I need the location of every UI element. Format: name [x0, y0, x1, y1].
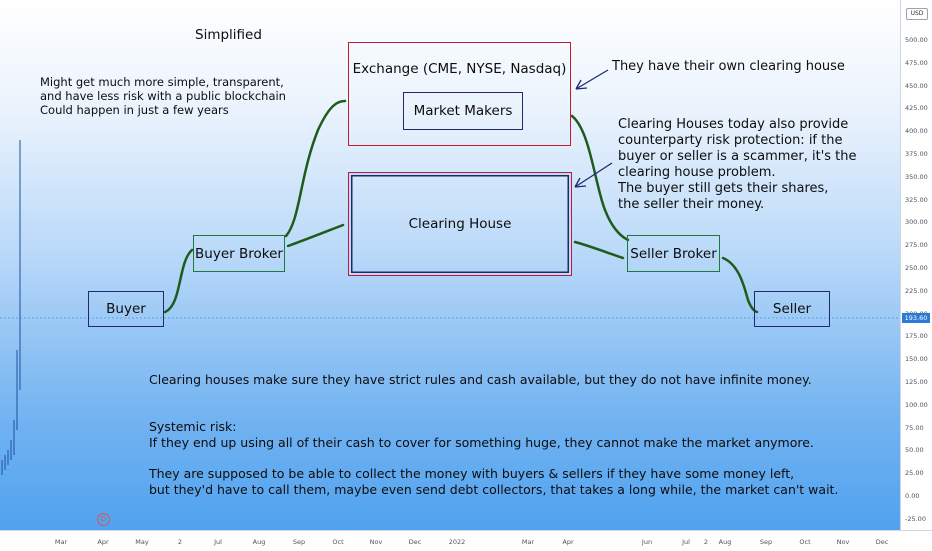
price-tick-label: 500.00: [905, 36, 928, 44]
time-tick-label: Nov: [369, 538, 383, 546]
time-tick-label: Oct: [332, 538, 344, 546]
last-price-tag: 193.60: [902, 313, 930, 323]
exchange-annotation: They have their own clearing house: [612, 59, 845, 74]
diagram-title: Simplified: [195, 27, 262, 43]
price-tick-label: 250.00: [905, 264, 928, 272]
clearing-annotation-line-1: Clearing Houses today also provide: [618, 117, 849, 132]
seller-label: Seller: [772, 301, 812, 317]
clearing-house-box[interactable]: Clearing House: [348, 172, 572, 276]
paragraph-systemic-risk-body: If they end up using all of their cash t…: [149, 435, 814, 450]
time-tick-label: Nov: [836, 538, 850, 546]
price-tick-label: -25.00: [905, 514, 926, 523]
exchange-label: Exchange (CME, NYSE, Nasdaq): [352, 61, 567, 77]
top-left-note-line-1: Might get much more simple, transparent,: [40, 75, 284, 89]
market-makers-label: Market Makers: [413, 103, 513, 119]
price-series: [1, 140, 21, 475]
top-left-note-line-3: Could happen in just a few years: [40, 103, 229, 117]
price-axis[interactable]: [900, 0, 932, 530]
connector-layer: [0, 69, 900, 475]
buyer-broker-label: Buyer Broker: [195, 245, 283, 262]
price-tick-label: 0.00: [905, 492, 920, 500]
time-tick-label: Jun: [641, 538, 653, 546]
price-tick-label: 350.00: [905, 172, 928, 181]
time-tick-label: 2022: [448, 538, 466, 546]
connector-buyer-to-buyer-broker: [163, 248, 194, 314]
time-tick-label: Mar: [521, 538, 535, 546]
connector-buyer-broker-to-exchange: [284, 99, 347, 238]
time-tick-label: Apr: [97, 538, 109, 546]
price-tick-label: 425.00: [905, 104, 928, 113]
clearing-annotation-line-5: The buyer still gets their shares,: [618, 181, 829, 196]
connector-seller-broker-to-seller: [721, 256, 759, 314]
price-tick-label: 400.00: [905, 127, 928, 136]
connector-exchange-to-seller-broker: [570, 114, 630, 242]
market-makers-box[interactable]: Market Makers: [403, 92, 523, 130]
price-tick-label: 175.00: [905, 332, 928, 341]
buyer-broker-box[interactable]: Buyer Broker: [193, 235, 285, 272]
time-tick-label: Sep: [292, 538, 306, 546]
price-tick-label: 375.00: [905, 150, 928, 158]
clearing-annotation-line-6: the seller their money.: [618, 197, 765, 212]
price-tick-label: 300.00: [905, 218, 928, 227]
buyer-label: Buyer: [106, 301, 146, 317]
price-tick-label: 325.00: [905, 195, 928, 204]
currency-badge[interactable]: USD: [906, 8, 928, 20]
price-tick-label: 275.00: [905, 241, 928, 250]
price-tick-label: 75.00: [905, 423, 924, 432]
clearing-annotation-line-4: clearing house problem.: [618, 165, 776, 180]
time-tick-label: Jul: [214, 538, 222, 546]
exchange-box[interactable]: Exchange (CME, NYSE, Nasdaq): [348, 42, 571, 146]
paragraph-collection-line-2: but they'd have to call them, maybe even…: [149, 482, 839, 497]
time-tick-label: Jul: [682, 538, 690, 546]
time-tick-label: Aug: [718, 538, 732, 546]
time-axis[interactable]: [0, 530, 932, 551]
seller-broker-label: Seller Broker: [630, 245, 717, 262]
time-tick-label: Mar: [54, 538, 68, 546]
price-tick-label: 225.00: [905, 286, 928, 295]
buyer-box[interactable]: Buyer: [88, 291, 164, 327]
paragraph-cash-rules: Clearing houses make sure they have stri…: [149, 372, 812, 387]
price-tick-label: 25.00: [905, 469, 924, 478]
price-tick-label: 125.00: [905, 378, 928, 386]
time-tick-label: 2: [177, 538, 183, 546]
paragraph-collection-line-1: They are supposed to be able to collect …: [149, 466, 795, 481]
time-tick-label: Dec: [408, 538, 422, 546]
connector-clearing-to-seller-broker: [573, 240, 625, 260]
seller-box[interactable]: Seller: [754, 291, 830, 327]
arrow-clearing-annotation: [574, 162, 613, 188]
price-tick-label: 475.00: [905, 58, 928, 67]
arrow-exchange-annotation: [575, 69, 609, 90]
price-tick-label: 50.00: [905, 446, 924, 455]
time-tick-label: May: [135, 538, 149, 546]
price-tick-label: 100.00: [905, 400, 928, 409]
clearing-annotation-line-2: counterparty risk protection: if the: [618, 133, 843, 148]
clearing-annotation-line-3: buyer or seller is a scammer, it's the: [618, 149, 857, 164]
time-tick-label: Sep: [759, 538, 773, 546]
time-tick-label: Aug: [252, 538, 266, 546]
dividend-marker-icon[interactable]: D: [97, 513, 110, 526]
paragraph-systemic-risk-heading: Systemic risk:: [149, 419, 237, 434]
price-tick-label: 150.00: [905, 355, 928, 364]
time-tick-label: Apr: [562, 538, 574, 546]
clearing-house-label: Clearing House: [408, 216, 512, 232]
time-tick-label: Oct: [799, 538, 811, 546]
seller-broker-box[interactable]: Seller Broker: [627, 235, 720, 272]
price-tick-label: 450.00: [905, 81, 928, 90]
connector-buyer-broker-to-clearing: [286, 223, 345, 248]
time-tick-label: Dec: [875, 538, 889, 546]
time-tick-label: 2: [703, 538, 709, 546]
top-left-note-line-2: and have less risk with a public blockch…: [40, 89, 286, 103]
